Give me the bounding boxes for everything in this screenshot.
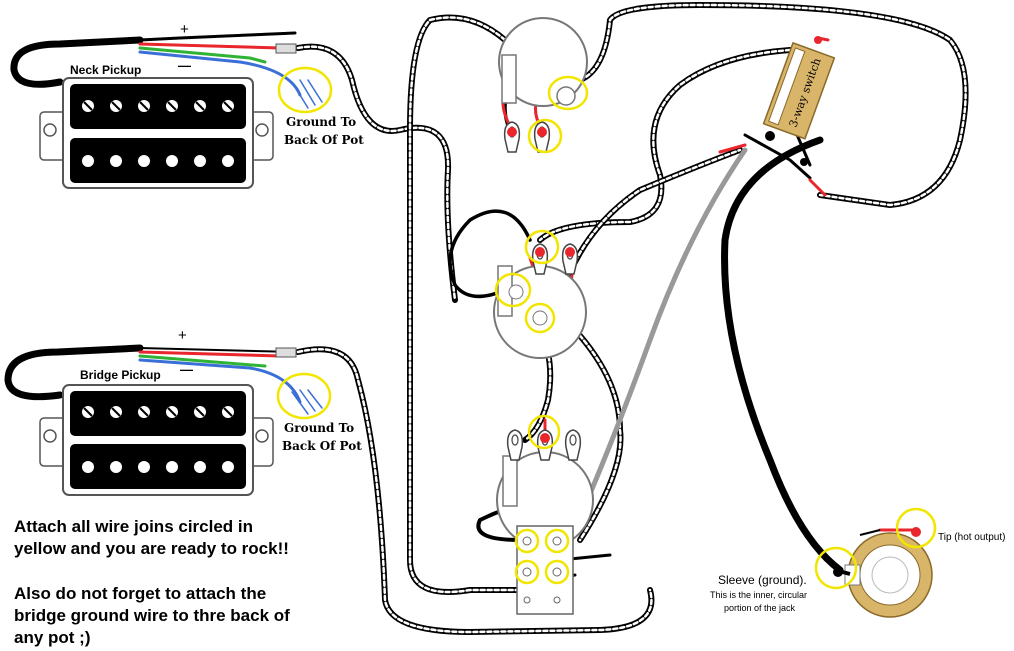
neck-minus-label: — bbox=[178, 58, 191, 73]
solder-join-highlights bbox=[276, 66, 937, 590]
bridge-pickup bbox=[39, 384, 274, 496]
neck-ground-label-1: Ground To bbox=[286, 115, 356, 129]
three-way-switch bbox=[762, 36, 836, 166]
highlight-neck-ground bbox=[277, 66, 333, 114]
highlight-block-3 bbox=[514, 559, 540, 585]
highlight-tone-wiper bbox=[524, 302, 556, 334]
wires bbox=[4, 2, 969, 635]
bridge-pickup-label: Bridge Pickup bbox=[80, 368, 161, 382]
bridge-ground-label-2: Back Of Pot bbox=[282, 439, 362, 453]
jack-sleeve-desc-1: This is the inner, circular bbox=[710, 590, 807, 600]
highlight-block-4 bbox=[544, 559, 570, 585]
bridge-volume-pot bbox=[496, 429, 594, 549]
highlight-bridge-ground bbox=[276, 372, 332, 420]
neck-pickup-leads bbox=[10, 31, 323, 109]
highlight-bridge-vol-red bbox=[527, 414, 561, 450]
highlight-jack-sleeve bbox=[814, 546, 858, 590]
instruction-line-3: Also do not forget to attach the bbox=[14, 584, 267, 603]
tone-pot bbox=[493, 243, 587, 359]
highlight-block-2 bbox=[544, 528, 570, 554]
bridge-minus-label: — bbox=[180, 362, 193, 377]
neck-pickup-label: Neck Pickup bbox=[70, 63, 141, 77]
bridge-pickup-poles bbox=[82, 406, 234, 473]
output-jack bbox=[833, 527, 933, 618]
highlight-tone-lug bbox=[494, 272, 532, 308]
neck-pickup-poles bbox=[82, 100, 234, 167]
jack-sleeve-label: Sleeve (ground). bbox=[718, 573, 807, 587]
instruction-line-1: Attach all wire joins circled in bbox=[14, 517, 254, 536]
bridge-ground-label-1: Ground To bbox=[284, 421, 354, 435]
instruction-line-2: yellow and you are ready to rock!! bbox=[14, 539, 289, 558]
highlight-block-1 bbox=[514, 528, 540, 554]
grey-shield-wire bbox=[567, 147, 748, 543]
bridge-plus-label: + bbox=[178, 327, 187, 344]
highlight-neck-vol-lug bbox=[547, 75, 589, 111]
neck-volume-pot bbox=[498, 17, 588, 153]
highlight-jack-tip bbox=[895, 507, 937, 549]
neck-pickup bbox=[39, 77, 274, 189]
instruction-line-4: bridge ground wire to thre back of bbox=[14, 606, 290, 625]
jack-tip-label: Tip (hot output) bbox=[938, 532, 1005, 543]
neck-plus-label: + bbox=[180, 21, 189, 38]
highlight-tone-red bbox=[524, 229, 560, 265]
bridge-pickup-leads bbox=[4, 344, 323, 415]
neck-ground-label-2: Back Of Pot bbox=[284, 133, 364, 147]
bridge-lead-tab bbox=[275, 347, 297, 358]
jack-sleeve-desc-2: portion of the jack bbox=[724, 603, 796, 613]
neck-lead-tab bbox=[275, 43, 297, 54]
instruction-line-5: any pot ;) bbox=[14, 628, 91, 647]
highlight-neck-vol-red bbox=[527, 118, 563, 154]
shielded-cable-runs bbox=[295, 2, 969, 635]
